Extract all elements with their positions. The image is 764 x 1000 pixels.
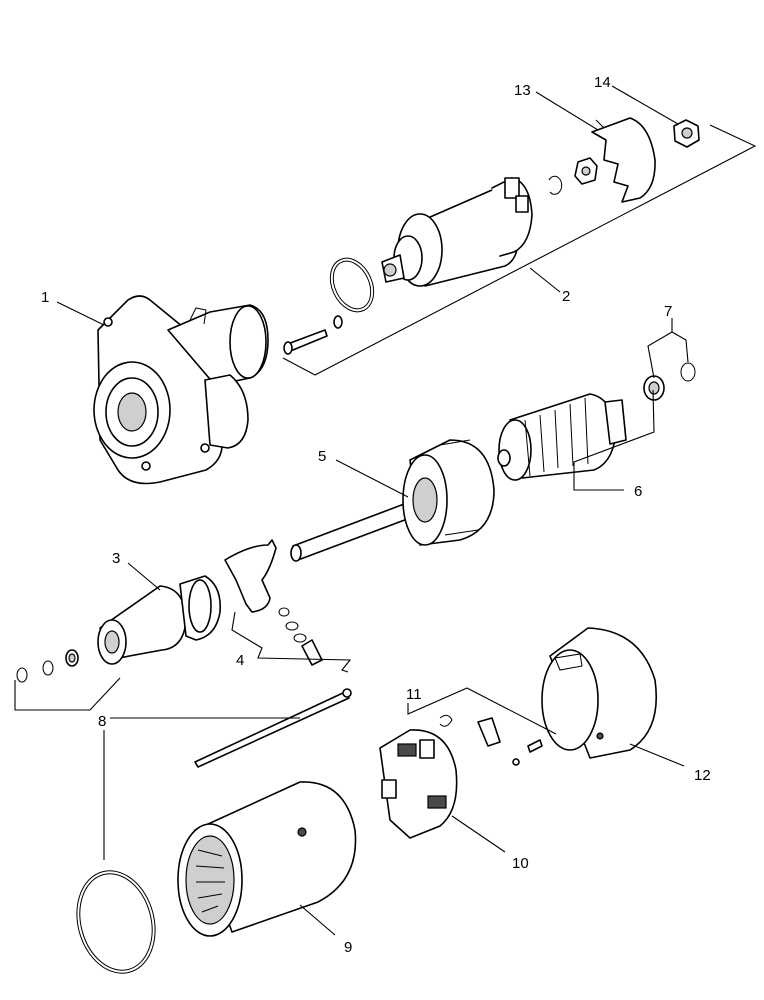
shaft-assembly [290,439,495,562]
brush-spring-set [439,714,543,766]
callout-3: 3 [112,550,120,567]
callout-2: 2 [562,288,570,305]
callout-14: 14 [594,74,611,91]
o-ring [76,870,156,974]
solenoid [283,157,598,355]
pinion-drive [16,575,222,683]
callout-4: 4 [236,652,244,669]
callout-13: 13 [514,82,531,99]
callout-9: 9 [344,939,352,956]
callout-1: 1 [41,289,49,306]
callout-11: 11 [406,686,422,703]
leader-lines [14,85,757,936]
terminal-cover [591,117,656,203]
callout-10: 10 [512,855,529,872]
callout-8: 8 [98,713,106,730]
through-bolt [194,688,352,768]
callout-5: 5 [318,448,326,465]
callout-7: 7 [664,303,672,320]
callout-12: 12 [694,767,711,784]
callout-6: 6 [634,483,642,500]
commutator-end-cover [541,627,658,759]
shift-lever [224,539,323,666]
yoke-field-frame [177,781,357,937]
callout-labels: 1 2 3 4 5 6 7 8 9 10 11 12 13 14 [41,74,711,956]
armature [497,393,627,481]
brush-holder [379,729,458,839]
nut [673,119,700,148]
bearing-ring-set [643,362,696,401]
drive-end-housing [93,295,269,485]
